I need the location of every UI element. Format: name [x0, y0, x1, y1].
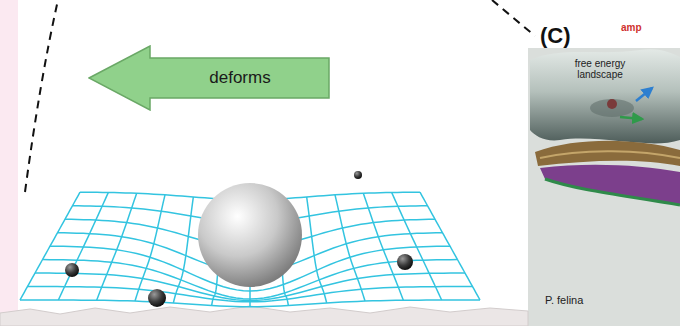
dashed-callout-line [492, 0, 535, 36]
small-ball [148, 289, 166, 307]
surface-label: free energy landscape [562, 58, 638, 80]
small-ball [354, 171, 362, 179]
worm-tissue-purple [540, 165, 680, 205]
energy-surface [530, 49, 680, 143]
arrow-outline [88, 45, 330, 111]
right-image-ground [528, 48, 680, 326]
state-ball [607, 99, 617, 109]
mesh-line [20, 300, 480, 307]
panel-letter: (C) [540, 24, 571, 48]
arrow-fill [89, 46, 329, 110]
arrow-shape: deforms [88, 45, 330, 111]
blue-arrow [636, 88, 652, 101]
dashed-callout-line [25, 0, 58, 192]
large-sphere [198, 183, 302, 287]
mesh-line [363, 193, 403, 300]
energy-well [590, 99, 634, 117]
small-ball [397, 254, 413, 270]
species-label: P. felina [545, 294, 583, 306]
torn-edge [0, 306, 528, 326]
mesh-line [97, 193, 137, 300]
right-panel [528, 0, 680, 326]
arrow-label: deforms [150, 58, 330, 98]
header-fragment: amp [621, 22, 642, 33]
worm-edge [545, 179, 680, 205]
small-ball [65, 263, 79, 277]
worm-tissue [535, 141, 680, 166]
worm-stripe [540, 151, 680, 158]
left-panel [18, 0, 528, 326]
green-arrow [620, 117, 642, 119]
